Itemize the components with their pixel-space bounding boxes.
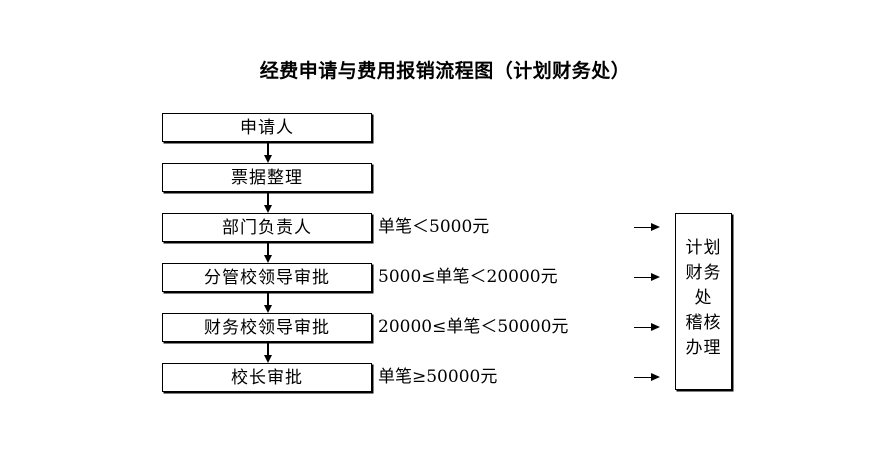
arrow-shaft [267, 342, 269, 357]
terminal-line: 处 [694, 288, 713, 308]
flow-step-box: 分管校领导审批 [162, 263, 372, 292]
amount-condition-label: 单笔≥50000元 [378, 367, 498, 387]
amount-condition-label: 单笔＜5000元 [378, 217, 490, 237]
arrow-head [263, 305, 272, 313]
right-arrow-icon [634, 272, 661, 283]
arrow-head [651, 323, 660, 331]
arrow-head [651, 223, 660, 231]
terminal-node-finance-audit: 计划 财务 处 稽核 办理 [675, 213, 732, 390]
flow-step-box: 部门负责人 [162, 213, 372, 242]
amount-condition-label: 5000≤单笔＜20000元 [378, 267, 558, 287]
down-arrow-icon [262, 142, 273, 163]
terminal-line: 办理 [685, 338, 722, 358]
arrow-shaft [267, 142, 269, 157]
arrow-head [263, 155, 272, 163]
flow-step-box: 申请人 [162, 113, 372, 142]
arrow-head [263, 255, 272, 263]
arrow-head [263, 205, 272, 213]
flow-step-box: 财务校领导审批 [162, 313, 372, 342]
flow-step-label: 校长审批 [231, 367, 303, 388]
arrow-shaft [267, 242, 269, 257]
flow-step-label: 分管校领导审批 [204, 267, 330, 288]
down-arrow-icon [262, 342, 273, 363]
arrow-shaft [634, 326, 653, 328]
flow-step-label: 申请人 [240, 117, 294, 138]
right-arrow-icon [634, 222, 661, 233]
arrow-shaft [634, 376, 653, 378]
arrow-shaft [634, 226, 653, 228]
right-arrow-icon [634, 372, 661, 383]
down-arrow-icon [262, 292, 273, 313]
arrow-head [651, 373, 660, 381]
amount-condition-label: 20000≤单笔＜50000元 [378, 317, 569, 337]
arrow-shaft [267, 192, 269, 207]
down-arrow-icon [262, 192, 273, 213]
right-arrow-icon [634, 322, 661, 333]
flow-step-box: 票据整理 [162, 163, 372, 192]
arrow-shaft [267, 292, 269, 307]
arrow-head [263, 355, 272, 363]
terminal-line: 计划 [685, 238, 722, 258]
page-title: 经费申请与费用报销流程图（计划财务处） [259, 60, 631, 82]
flow-step-box: 校长审批 [162, 363, 372, 392]
down-arrow-icon [262, 242, 273, 263]
arrow-shaft [634, 276, 653, 278]
flow-step-label: 部门负责人 [222, 217, 312, 238]
flow-step-label: 票据整理 [231, 167, 303, 188]
terminal-line: 财务 [685, 263, 722, 283]
terminal-line: 稽核 [685, 313, 722, 333]
arrow-head [651, 273, 660, 281]
flow-step-label: 财务校领导审批 [204, 317, 330, 338]
